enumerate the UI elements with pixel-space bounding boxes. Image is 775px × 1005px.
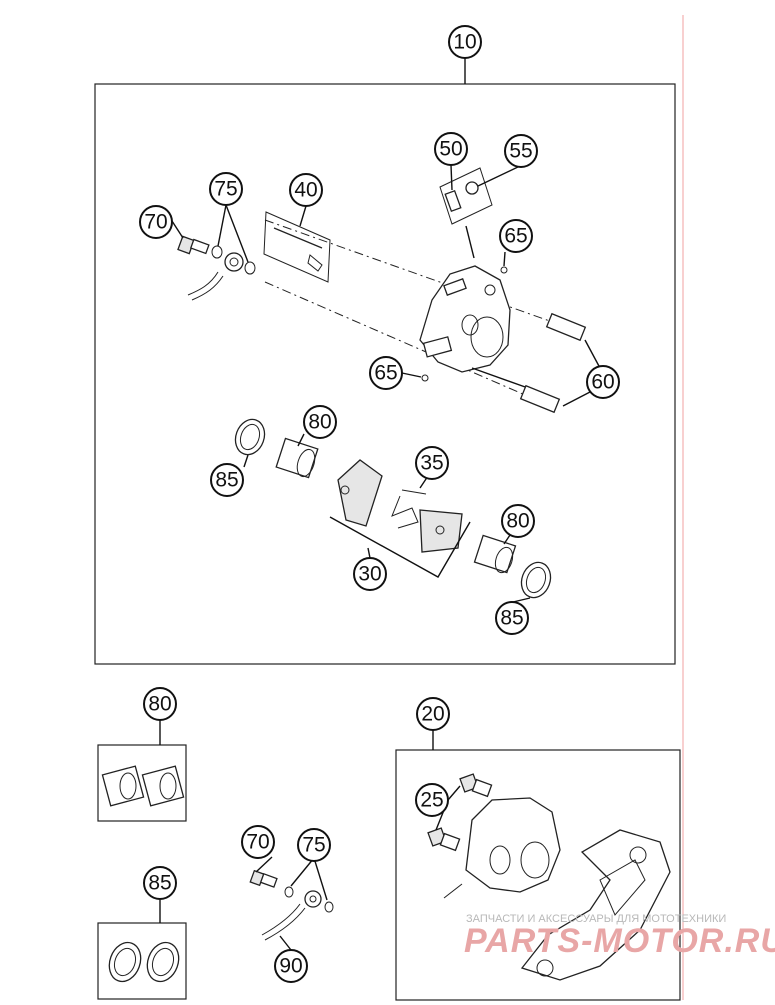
callout-55: 55 xyxy=(504,134,538,168)
callout-85-right: 85 xyxy=(495,601,529,635)
seal-kit-frame xyxy=(97,922,187,1000)
callout-65-upper: 65 xyxy=(499,219,533,253)
callout-25-label: 25 xyxy=(420,789,443,812)
callout-50: 50 xyxy=(434,132,468,166)
callout-30: 30 xyxy=(353,557,387,591)
callout-80-upper-label: 80 xyxy=(308,411,331,434)
callout-85-kit: 85 xyxy=(143,866,177,900)
small-washer-part-lower xyxy=(421,374,429,382)
callout-70-lower: 70 xyxy=(241,825,275,859)
pad-spring-part xyxy=(391,489,427,529)
callout-60: 60 xyxy=(586,365,620,399)
callout-30-label: 30 xyxy=(358,563,381,586)
watermark-site: PARTS-MOTOR.RU xyxy=(464,922,775,960)
callout-35-label: 35 xyxy=(420,452,443,475)
callout-85-upper-label: 85 xyxy=(215,469,238,492)
callout-80-kit: 80 xyxy=(143,687,177,721)
callout-80-upper: 80 xyxy=(303,405,337,439)
callout-35: 35 xyxy=(415,446,449,480)
callout-40-label: 40 xyxy=(294,179,317,202)
watermark-tagline: ЗАПЧАСТИ И АКСЕССУАРЫ ДЛЯ МОТОТЕХНИКИ xyxy=(466,913,726,925)
caliper-with-bracket-part xyxy=(427,773,671,981)
callout-85-kit-label: 85 xyxy=(148,872,171,895)
sealing-washer-part xyxy=(211,245,256,275)
callout-20: 20 xyxy=(416,697,450,731)
callout-65-lower: 65 xyxy=(369,356,403,390)
callout-40: 40 xyxy=(289,173,323,207)
pin-kit-part xyxy=(263,211,331,283)
callout-75-upper: 75 xyxy=(209,172,243,206)
callout-70-lower-label: 70 xyxy=(246,831,269,854)
bleeder-valve-part xyxy=(439,167,493,225)
callout-10-label: 10 xyxy=(453,31,476,54)
seal-ring-part xyxy=(234,418,266,456)
small-washer-part xyxy=(500,266,508,274)
callout-55-label: 55 xyxy=(509,140,532,163)
callout-20-label: 20 xyxy=(421,703,444,726)
brake-hose-part-lower xyxy=(261,890,322,941)
callout-75-lower-label: 75 xyxy=(302,834,325,857)
piston-pair-part xyxy=(101,765,185,807)
callout-80-right-label: 80 xyxy=(506,510,529,533)
callout-90-label: 90 xyxy=(279,955,302,978)
callout-10: 10 xyxy=(448,25,482,59)
brake-caliper-complete-frame xyxy=(395,749,681,1001)
callout-75-lower: 75 xyxy=(297,828,331,862)
brake-pad-set-part xyxy=(337,459,463,553)
banjo-bolt-part-lower xyxy=(249,869,278,888)
callout-25: 25 xyxy=(415,783,449,817)
callout-80-kit-label: 80 xyxy=(148,693,171,716)
callout-65-lower-label: 65 xyxy=(374,362,397,385)
callout-85-right-label: 85 xyxy=(500,607,523,630)
callout-50-label: 50 xyxy=(439,138,462,161)
callout-70-upper-label: 70 xyxy=(144,211,167,234)
piston-part-right xyxy=(473,534,517,574)
piston-kit-frame xyxy=(97,744,187,822)
caliper-bolt-part xyxy=(519,312,587,414)
callout-85-upper: 85 xyxy=(210,463,244,497)
callout-75-upper-label: 75 xyxy=(214,178,237,201)
caliper-assembly-frame xyxy=(94,83,676,665)
brake-hose-part xyxy=(187,252,244,301)
caliper-housing-part xyxy=(419,265,511,373)
callout-65-upper-label: 65 xyxy=(504,225,527,248)
seal-ring-part-right xyxy=(520,561,552,599)
callout-90: 90 xyxy=(274,949,308,983)
callout-60-label: 60 xyxy=(591,371,614,394)
callout-70-upper: 70 xyxy=(139,205,173,239)
piston-part xyxy=(275,437,319,479)
banjo-bolt-part xyxy=(177,235,210,255)
seal-pair-part xyxy=(108,941,180,983)
callout-80-right: 80 xyxy=(501,504,535,538)
